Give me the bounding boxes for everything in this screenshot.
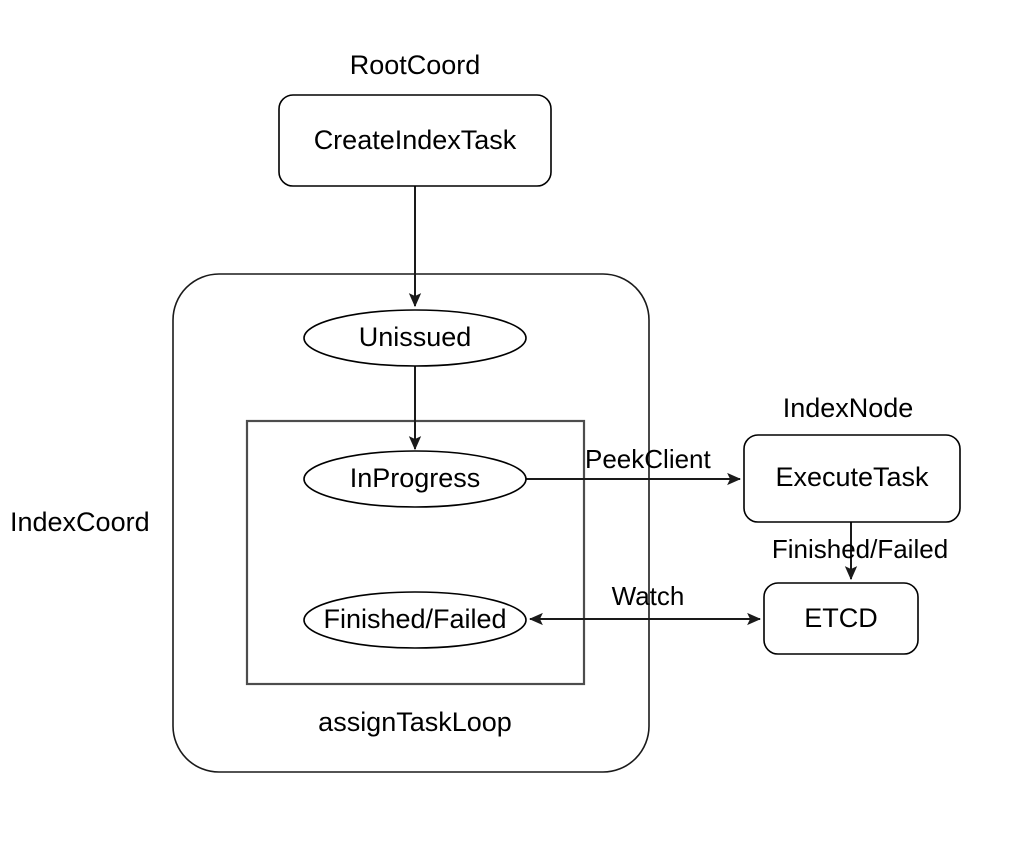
node-create-index-task[interactable]: CreateIndexTask bbox=[278, 94, 552, 187]
node-finished-failed-label: Finished/Failed bbox=[323, 604, 506, 634]
node-finished-failed[interactable]: Finished/Failed bbox=[303, 591, 527, 649]
node-etcd-label: ETCD bbox=[804, 603, 878, 633]
group-indexcoord-boundary bbox=[172, 273, 650, 773]
node-execute-task-shape[interactable] bbox=[743, 434, 961, 523]
group-label-assigntaskloop: assignTaskLoop bbox=[318, 707, 512, 737]
edge-label-finished-failed: Finished/Failed bbox=[772, 534, 948, 564]
node-execute-task[interactable]: ExecuteTask bbox=[743, 434, 961, 523]
node-inprogress[interactable]: InProgress bbox=[303, 450, 527, 508]
group-label-indexcoord: IndexCoord bbox=[10, 507, 150, 537]
caption-rootcoord: RootCoord bbox=[350, 50, 481, 80]
node-inprogress-shape[interactable] bbox=[303, 450, 527, 508]
node-unissued-label: Unissued bbox=[359, 322, 472, 352]
node-finished-failed-shape[interactable] bbox=[303, 591, 527, 649]
node-etcd-shape[interactable] bbox=[763, 582, 919, 655]
node-unissued[interactable]: Unissued bbox=[303, 309, 527, 367]
edge-label-peekclient: PeekClient bbox=[585, 444, 712, 474]
node-unissued-shape[interactable] bbox=[303, 309, 527, 367]
node-inprogress-label: InProgress bbox=[350, 463, 481, 493]
node-create-index-task-shape[interactable] bbox=[278, 94, 552, 187]
node-create-index-task-label: CreateIndexTask bbox=[314, 125, 517, 155]
caption-indexnode: IndexNode bbox=[783, 393, 914, 423]
edge-label-watch: Watch bbox=[612, 581, 685, 611]
node-execute-task-label: ExecuteTask bbox=[775, 462, 929, 492]
node-etcd[interactable]: ETCD bbox=[763, 582, 919, 655]
